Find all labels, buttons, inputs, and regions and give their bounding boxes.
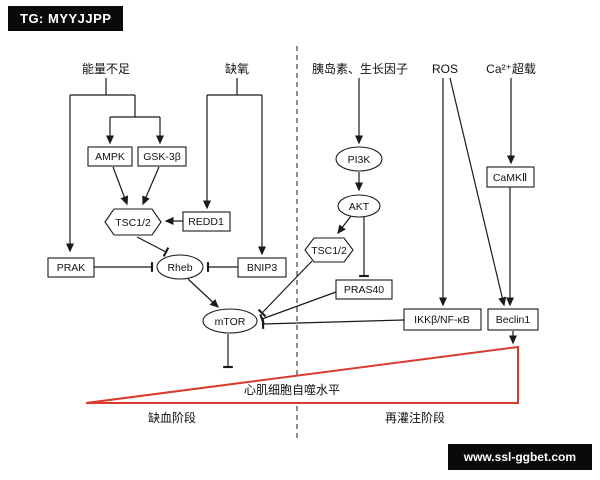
node-beclin1: Beclin1	[487, 308, 539, 331]
akt-label: AKT	[349, 201, 370, 213]
redd1-label: REDD1	[188, 216, 224, 228]
arrow-gsk3b-to-tsc12	[142, 166, 160, 206]
inhibit-pras40-to-mtor	[259, 291, 337, 324]
akt-ellipse	[337, 194, 381, 218]
node-ikkb-nfkb: IKKβ/NF-κB	[403, 308, 482, 331]
ampk-label: AMPK	[95, 151, 125, 163]
label-reperfusion-phase: 再灌注阶段	[385, 410, 445, 425]
stimulus-labels: 能量不足 缺氧 胰岛素、生长因子 ROS Ca²⁺超载	[82, 61, 536, 76]
rheb-label: Rheb	[167, 262, 192, 274]
camk2-box	[486, 166, 535, 188]
arrow-ros-to-beclin1	[449, 77, 507, 307]
tsc12-left-hexagon	[104, 208, 162, 236]
label-energy-deficiency: 能量不足	[82, 62, 130, 76]
bnip3-box	[237, 257, 287, 278]
arrow-ampk-to-tsc12	[112, 166, 129, 206]
camk2-label: CaMKⅡ	[493, 172, 527, 184]
label-hypoxia: 缺氧	[225, 61, 249, 76]
ikkb-nfkb-box	[403, 308, 482, 331]
node-mtor: mTOR	[202, 308, 258, 334]
inhibit-ikkb-nfkb-to-mtor	[261, 319, 405, 329]
watermark-top-left: TG: MYYJJPP	[8, 6, 124, 31]
node-tsc12-right: TSC1/2	[304, 237, 354, 263]
node-redd1: REDD1	[182, 211, 231, 232]
autophagy-level-label: 心肌细胞自噬水平	[244, 382, 340, 397]
mtor-ellipse	[202, 308, 258, 334]
pi3k-ellipse	[335, 146, 383, 172]
node-akt: AKT	[337, 194, 381, 218]
rheb-ellipse	[156, 254, 204, 280]
phase-labels: 缺血阶段 再灌注阶段	[148, 410, 445, 425]
tsc12-left-label: TSC1/2	[115, 217, 151, 229]
connectors-reperfusion	[257, 77, 518, 345]
pras40-label: PRAS40	[344, 284, 384, 296]
gsk3b-label: GSK-3β	[143, 151, 181, 163]
ampk-box	[87, 146, 133, 167]
node-pras40: PRAS40	[335, 279, 393, 300]
node-ampk: AMPK	[87, 146, 133, 167]
tsc12-right-hexagon	[304, 237, 354, 263]
node-rheb: Rheb	[156, 254, 204, 280]
node-prak: PRAK	[47, 257, 95, 278]
node-gsk3b: GSK-3β	[137, 146, 187, 167]
tsc12-right-label: TSC1/2	[311, 245, 347, 257]
inhibit-tsc12-to-rheb	[136, 236, 170, 257]
autophagy-triangle-group: 心肌细胞自噬水平	[85, 345, 519, 404]
mtor-label: mTOR	[215, 316, 246, 328]
pras40-box	[335, 279, 393, 300]
ikkb-nfkb-label: IKKβ/NF-κB	[414, 314, 470, 326]
autophagy-level-triangle	[85, 345, 519, 404]
node-bnip3: BNIP3	[237, 257, 287, 278]
pi3k-label: PI3K	[348, 154, 371, 166]
node-pi3k: PI3K	[335, 146, 383, 172]
label-ros: ROS	[432, 62, 458, 76]
redd1-box	[182, 211, 231, 232]
prak-box	[47, 257, 95, 278]
connectors-ischemia	[65, 78, 267, 369]
inhibit-tsc12-right-to-mtor	[257, 260, 313, 318]
watermark-bottom-right: www.ssl-ggbet.com	[447, 444, 592, 470]
node-camk2: CaMKⅡ	[486, 166, 535, 188]
bnip3-label: BNIP3	[247, 262, 278, 274]
gsk3b-box	[137, 146, 187, 167]
node-tsc12-left: TSC1/2	[104, 208, 162, 236]
beclin1-box	[487, 308, 539, 331]
beclin1-label: Beclin1	[496, 314, 531, 326]
prak-label: PRAK	[57, 262, 86, 274]
arrow-akt-to-tsc12-right	[337, 215, 352, 235]
arrow-rheb-to-mtor	[187, 278, 219, 308]
label-ischemia-phase: 缺血阶段	[148, 410, 196, 425]
label-calcium-overload: Ca²⁺超载	[486, 61, 536, 76]
label-insulin-growth-factors: 胰岛素、生长因子	[312, 61, 408, 76]
